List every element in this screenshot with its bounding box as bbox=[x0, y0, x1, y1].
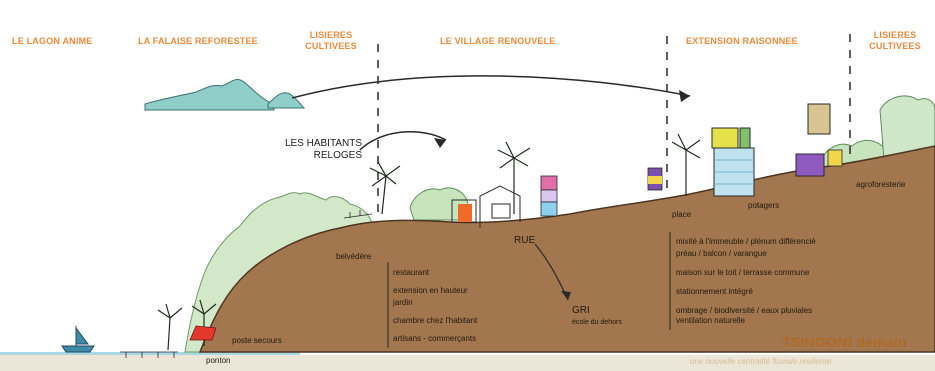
island-silhouette-small bbox=[267, 92, 306, 109]
extension-list-item: maison sur le toit / terrasse commune bbox=[676, 268, 810, 277]
village-list-item: artisans - commerçants bbox=[393, 334, 477, 343]
stacked-block-pink bbox=[540, 175, 558, 191]
arrow-head bbox=[679, 90, 690, 102]
village-list-item: restaurant bbox=[393, 268, 430, 277]
village-list-item: chambre chez l'habitant bbox=[393, 316, 478, 325]
extension-list-item: préau / balcon / varangue bbox=[676, 249, 767, 258]
zone-label-lisieres-right: LISIERES CULTIVEES bbox=[869, 30, 921, 51]
diagram-title: TSINGONI demain bbox=[782, 334, 908, 350]
label-ecole: école du dehors bbox=[572, 319, 622, 326]
purple-house bbox=[795, 153, 825, 177]
extension-list-item: ombrage / biodiversité / eaux pluviales bbox=[676, 306, 813, 315]
habitants-label: LES HABITANTS RELOGES bbox=[284, 138, 362, 161]
stacked-block-cyan bbox=[540, 201, 558, 217]
island-silhouette bbox=[144, 79, 275, 111]
ground-section bbox=[198, 145, 935, 353]
zone-label-extension: EXTENSION RAISONNEE bbox=[686, 36, 798, 46]
sailboat bbox=[61, 326, 95, 353]
palm-tree bbox=[157, 133, 701, 351]
zone-label-village: LE VILLAGE RENOUVELE bbox=[440, 36, 556, 46]
label-potagers: potagers bbox=[748, 201, 780, 210]
tan-building bbox=[807, 103, 831, 135]
stacked-block-lavender bbox=[540, 189, 558, 203]
extension-list-item: ventilation naturelle bbox=[676, 316, 745, 325]
arrow-head bbox=[434, 138, 446, 148]
rescue-post bbox=[189, 325, 217, 341]
relocation-arrow bbox=[291, 75, 691, 99]
label-ponton: ponton bbox=[206, 356, 231, 365]
yellow-block bbox=[648, 176, 662, 184]
zone-label-lagon: LE LAGON ANIME bbox=[12, 36, 93, 46]
extension-list-item: mixité à l'immeuble / plénum différencié bbox=[676, 237, 816, 246]
yellow-roof-building bbox=[711, 127, 739, 149]
ponton bbox=[120, 351, 178, 358]
orange-block bbox=[458, 204, 472, 222]
label-belvedere: belvédère bbox=[336, 252, 372, 261]
village-list-item: jardin bbox=[393, 298, 413, 307]
zone-label-lisieres: LISIERES CULTIVEES bbox=[305, 30, 357, 51]
arrow-head bbox=[561, 291, 571, 300]
label-poste-secours: poste secours bbox=[232, 336, 282, 345]
belvedere-railing bbox=[343, 210, 373, 219]
diagram-subtitle: une nouvelle centralité fluviale résilie… bbox=[690, 357, 832, 366]
label-agroforesterie: agroforesterie bbox=[856, 180, 906, 189]
habitants-arrow bbox=[359, 130, 447, 151]
green-accent-block bbox=[739, 127, 751, 149]
ground-base bbox=[0, 355, 935, 371]
zone-label-falaise: LA FALAISE REFORESTEE bbox=[138, 36, 258, 46]
label-gri: GRI bbox=[572, 305, 590, 316]
village-list-item: extension en hauteur bbox=[393, 286, 468, 295]
extension-list-item: stationnement intégré bbox=[676, 287, 753, 296]
yellow-facade bbox=[827, 149, 843, 167]
label-place: place bbox=[672, 210, 692, 219]
label-rue: RUE bbox=[514, 235, 536, 246]
tower-windows bbox=[714, 159, 754, 185]
